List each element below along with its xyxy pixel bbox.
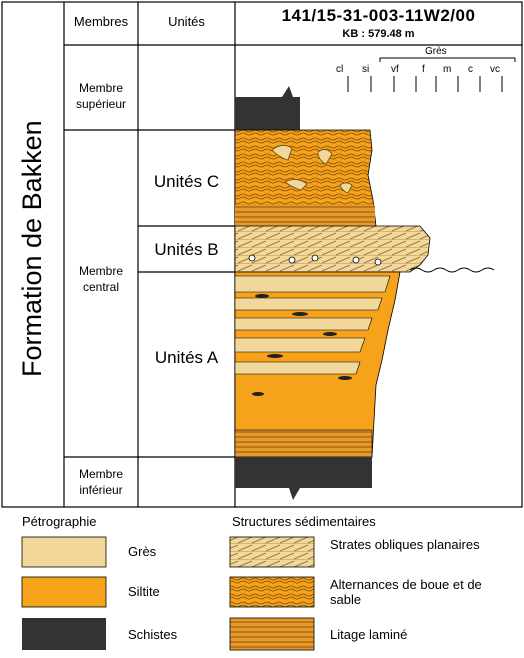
legend-alternances: Alternances de boue et de sable — [330, 577, 482, 607]
unit-a-laminated — [234, 429, 373, 458]
swatch-strates-obliques — [229, 536, 315, 568]
tick-f: f — [422, 64, 425, 75]
unit-a-label: Unités A — [154, 348, 219, 367]
swatch-schistes — [22, 618, 106, 650]
legend-litage: Litage laminé — [330, 627, 408, 642]
tick-m: m — [443, 64, 452, 75]
legend-schistes: Schistes — [128, 627, 178, 642]
swatch-litage — [229, 617, 315, 651]
unit-b-nodules — [248, 254, 382, 266]
swatch-alternances — [229, 576, 315, 608]
legend-swatches — [21, 536, 315, 651]
kb-elevation: KB : 579.48 m — [342, 28, 415, 40]
legend-strates-obliques: Strates obliques planaires — [330, 537, 480, 552]
tick-vc: vc — [490, 64, 500, 75]
unit-a-shale-lenses — [252, 294, 352, 396]
legend-gres: Grès — [128, 544, 157, 559]
legend-struct-title: Structures sédimentaires — [232, 514, 376, 529]
header-unites: Unités — [168, 14, 205, 29]
grain-gres-label: Grès — [425, 46, 447, 57]
grain-size-scale — [347, 57, 516, 92]
outer-frame — [1, 1, 523, 508]
well-id: 141/15-31-003-11W2/00 — [281, 6, 476, 25]
unit-c-label: Unités C — [153, 172, 220, 191]
tick-vf: vf — [391, 64, 399, 75]
member-lower: Membre inférieur — [78, 467, 123, 497]
legend-siltite: Siltite — [128, 584, 160, 599]
unit-a-sand-beds — [234, 275, 391, 375]
shale-upper — [235, 86, 300, 130]
unit-b-lithology — [234, 225, 431, 273]
member-upper: Membre supérieur — [75, 81, 127, 111]
unit-b-label: Unités B — [154, 240, 219, 259]
legend-petro-title: Pétrographie — [22, 514, 97, 529]
unit-c-clasts — [271, 145, 353, 194]
unit-b-erosive-contact — [409, 267, 495, 273]
tick-cl: cl — [336, 64, 344, 75]
shale-lower — [235, 457, 372, 500]
tick-c: c — [468, 64, 473, 75]
member-middle: Membre central — [78, 264, 123, 294]
swatch-siltite — [21, 576, 107, 608]
tick-si: si — [362, 64, 370, 75]
header-membres: Membres — [73, 14, 129, 29]
unit-c-laminated — [235, 205, 375, 226]
formation-name: Formation de Bakken — [17, 120, 47, 377]
swatch-gres — [21, 536, 107, 568]
